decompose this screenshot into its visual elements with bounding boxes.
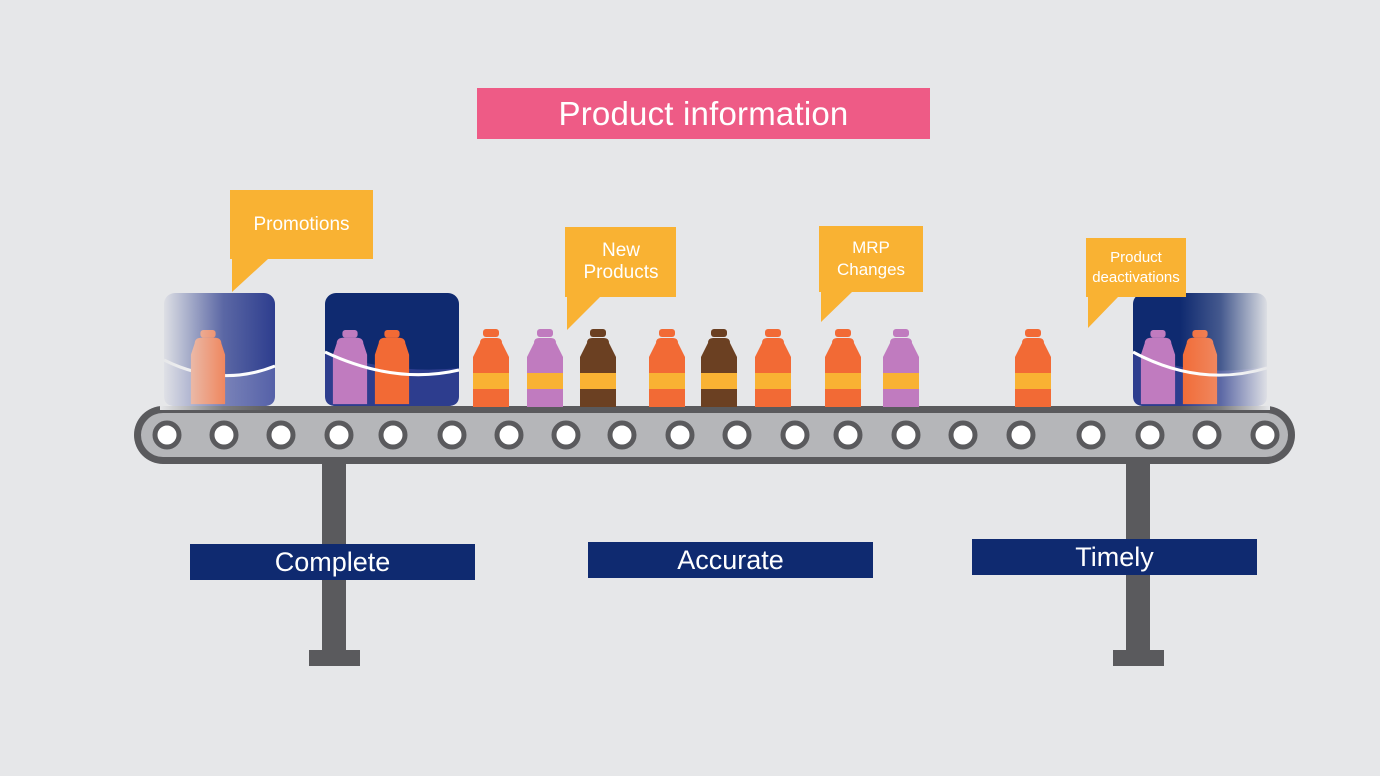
belt-roller (948, 420, 978, 450)
conveyor-belt-icon (134, 406, 1295, 464)
belt-roller (1006, 420, 1036, 450)
belt-roller (494, 420, 524, 450)
product-box-icon (160, 290, 276, 410)
label-timely: Timely (972, 539, 1257, 575)
speech-callout-icon (565, 227, 676, 330)
belt-roller (833, 420, 863, 450)
product-box-icon (324, 293, 460, 406)
belt-roller (266, 420, 296, 450)
speech-callout-icon (1086, 238, 1186, 328)
belt-roller (209, 420, 239, 450)
bottle-icon (649, 329, 685, 407)
belt-roller (722, 420, 752, 450)
bottle-icon (580, 329, 616, 407)
belt-roller (665, 420, 695, 450)
bottle-icon (473, 329, 509, 407)
speech-callout-icon (819, 226, 923, 322)
bottle-icon (527, 329, 563, 407)
belt-roller (607, 420, 637, 450)
belt-roller (551, 420, 581, 450)
callout-new-products: New Products (583, 240, 659, 283)
bottle-icon (825, 329, 861, 407)
speech-callout-icon (230, 190, 373, 292)
bottle-row (473, 329, 1051, 407)
callout-product-deactivations: Product deactivations (1092, 248, 1180, 286)
belt-roller (378, 420, 408, 450)
belt-roller (324, 420, 354, 450)
belt-roller (1076, 420, 1106, 450)
callout-promotions: Promotions (253, 213, 350, 235)
belt-roller (437, 420, 467, 450)
bottle-icon (701, 329, 737, 407)
bottle-icon (883, 329, 919, 407)
belt-roller (1135, 420, 1165, 450)
bottle-icon (1015, 329, 1051, 407)
belt-roller (1250, 420, 1280, 450)
page-title: Product information (477, 88, 930, 139)
product-box-icon (1132, 290, 1270, 410)
bottle-icon (755, 329, 791, 407)
belt-roller (1192, 420, 1222, 450)
callout-mrp-changes: MRP Changes (836, 238, 906, 279)
belt-roller (891, 420, 921, 450)
belt-roller (152, 420, 182, 450)
belt-roller (780, 420, 810, 450)
label-accurate: Accurate (588, 542, 873, 578)
label-complete: Complete (190, 544, 475, 580)
